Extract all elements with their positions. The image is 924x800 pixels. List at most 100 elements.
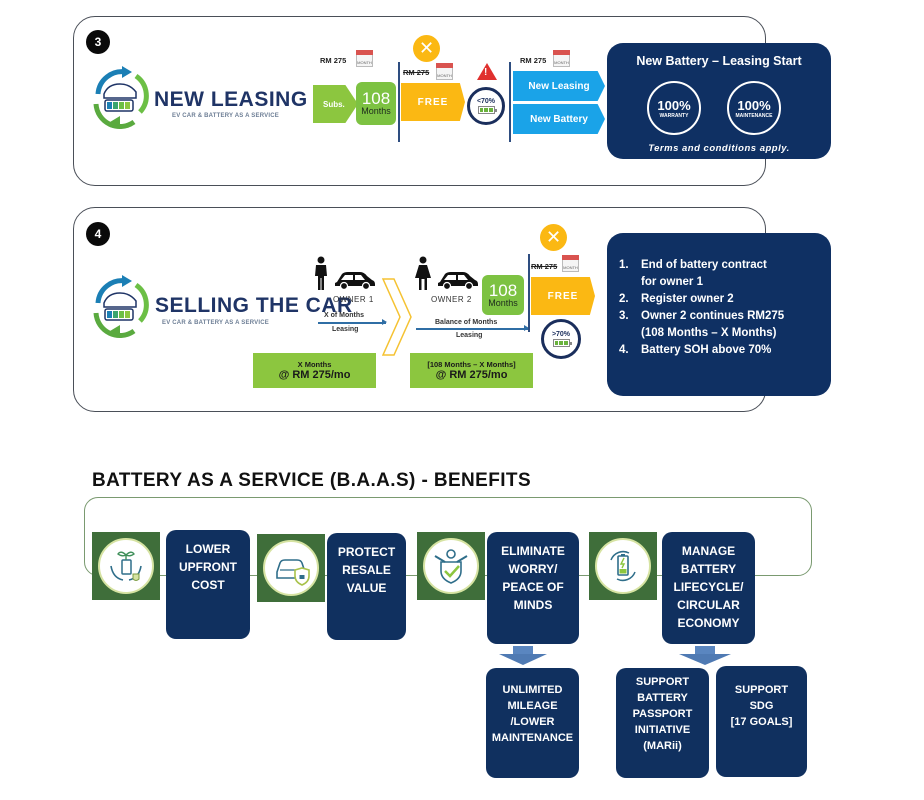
benefit-text-line: /LOWER [510,716,555,728]
calendar-icon: MONTH [436,63,453,80]
free-period-bar: FREE [401,83,465,121]
months-value: 108 [361,89,391,109]
price-label: RM 275 [320,56,347,65]
flow-1-top: X of Months [324,312,365,319]
months-value: 108 [488,280,518,300]
step-item: for owner 1 [619,274,831,291]
benefit-text-line: WORRY/ [508,562,558,576]
owner-1-label: OWNER 1 [333,295,374,304]
car-icon [335,272,375,290]
x-icon: ✕ [540,224,567,251]
new-leasing-subtitle: EV CAR & BATTERY AS A SERVICE [172,113,279,119]
step-text: for owner 1 [641,276,703,288]
man-icon [315,256,327,290]
step-number [619,274,641,291]
benefit-text-line: MINDS [513,598,553,612]
step-text: Battery SOH above 70% [641,344,772,356]
step-number: 4. [619,344,629,356]
benefit-support-sdg: SUPPORT SDG [17 GOALS] [716,666,807,777]
new-leasing-title: NEW LEASING [154,88,308,111]
struck-price-label: RM 275 [403,68,430,77]
benefit-text-line: INITIATIVE [634,724,691,736]
step-item: 2. Register owner 2 [619,291,831,308]
leasing-start-panel: New Battery – Leasing Start 100% WARRANT… [607,43,831,159]
benefit-text-line: UPFRONT [179,560,237,574]
benefit-text-line: RESALE [342,563,391,577]
months-label: Months [488,297,518,308]
benefit-text-line: SUPPORT [734,684,789,696]
struck-price-label: RM 275 [531,262,558,271]
selling-car-subtitle: EV CAR & BATTERY AS A SERVICE [162,320,269,326]
step-number: 2. [619,293,629,305]
benefit-text-line: [17 GOALS] [730,716,793,728]
benefit-text-line: SDG [749,700,774,712]
step-number [619,325,641,342]
panel-title: New Battery – Leasing Start [636,54,802,68]
down-arrow-icon [679,646,731,665]
icon-tile-4 [589,532,657,600]
new-battery-arrow: New Battery [513,104,605,134]
step-number: 1. [619,259,629,271]
step-number: 3. [619,310,629,322]
benefit-text-line: BATTERY [637,692,688,704]
down-arrow-icon [499,646,547,665]
months-box: 108 Months [482,275,524,315]
x-icon: ✕ [413,35,440,62]
flow-1-arrow [318,319,387,325]
terms-text: Terms and conditions apply. [648,143,790,154]
benefit-text-line: BATTERY [680,562,737,576]
divider [398,62,400,142]
step-item: 3. Owner 2 continues RM275 [619,308,831,325]
selling-car-title: SELLING THE CAR [155,294,353,317]
icon-tile-3 [417,532,485,600]
benefit-text-line: UNLIMITED [502,684,563,696]
months-label: Months [361,106,391,117]
new-leasing-arrow: New Leasing [513,71,605,101]
ev-battery-logo-icon [93,66,149,130]
divider [509,62,511,142]
benefit-text-line: PROTECT [337,545,396,559]
battery-cycle-icon [610,550,636,582]
warranty-ring: 100% WARRANTY [647,81,701,135]
benefit-text-line: LOWER [185,542,231,556]
step-text: (108 Months – X Months) [641,327,777,339]
icon-tile-1 [92,532,160,600]
step-item: (108 Months – X Months) [619,325,831,342]
step-item: 4. Battery SOH above 70% [619,342,831,359]
woman-icon [415,256,431,290]
benefit-text-line: CIRCULAR [677,598,740,612]
person-shield-check-icon [434,549,468,584]
benefit-text-line: MAINTENANCE [491,732,574,744]
flow-2-top: Balance of Months [435,319,498,326]
calendar-icon: MONTH [553,50,570,67]
benefit-text-line: (MARii) [643,740,682,752]
flow-1-bottom: Leasing [332,326,359,333]
maintenance-ring: 100% MAINTENANCE [727,81,781,135]
owner-1-payment-box: X Months @ RM 275/mo [253,353,376,388]
step-text: Register owner 2 [641,293,734,305]
benefit-text-line: PEACE OF [502,580,564,594]
divider [528,254,530,332]
hands-plant-battery-icon [110,551,142,581]
battery-icon [477,106,497,114]
benefit-text-line: MANAGE [681,544,736,558]
benefit-manage-battery-lifecycle: MANAGE BATTERY LIFECYCLE/CIRCULAR ECONOMY [662,532,755,644]
battery-soh-high-indicator: >70% [541,319,581,359]
step-badge-4: 4 [86,222,110,246]
benefit-text-line: ECONOMY [677,616,740,630]
step-badge-3: 3 [86,30,110,54]
benefit-text-line: ELIMINATE [501,544,565,558]
months-box: 108 Months [356,82,396,125]
benefit-text-line: LIFECYCLE/ [673,580,744,594]
owner-2-label: OWNER 2 [431,295,472,304]
ev-battery-logo-icon [93,275,149,339]
benefits-title: BATTERY AS A SERVICE (B.A.A.S) - BENEFIT… [92,470,532,491]
step-text: Owner 2 continues RM275 [641,310,785,322]
owner-2-payment-box: [108 Months – X Months] @ RM 275/mo [410,353,533,388]
